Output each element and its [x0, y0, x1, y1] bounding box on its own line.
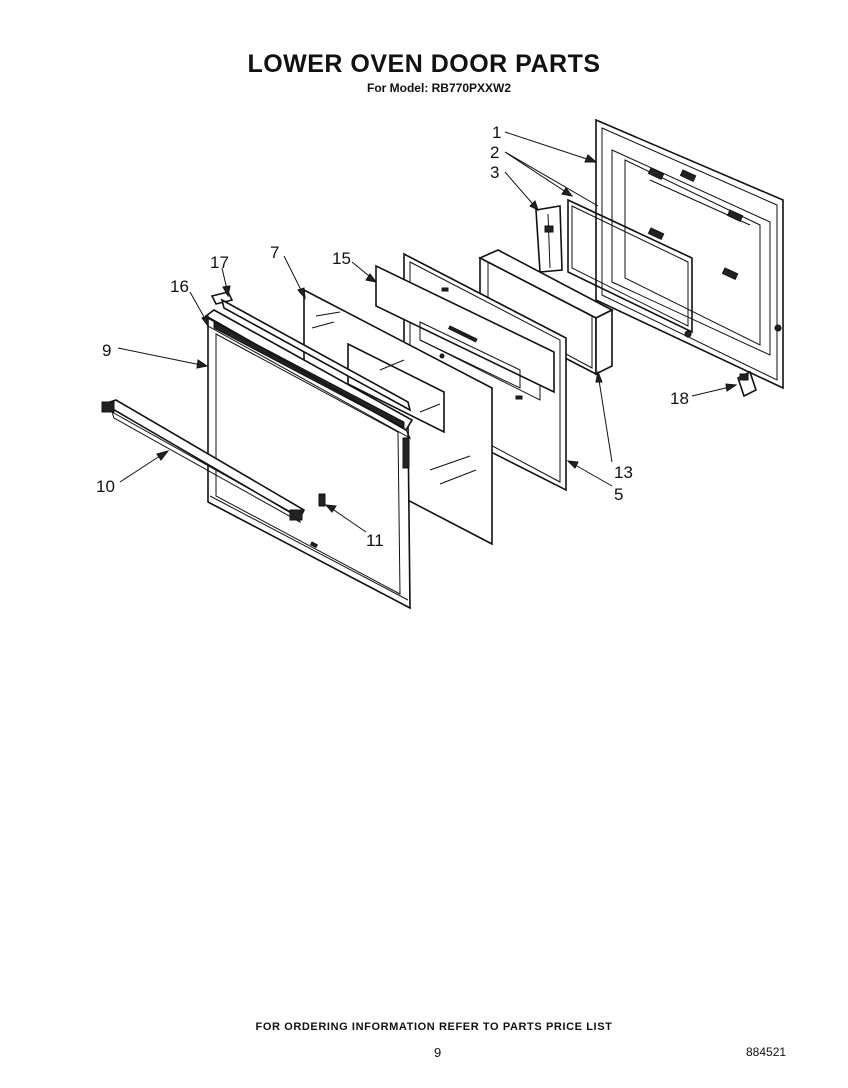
callout-16: 16 [170, 277, 189, 296]
callout-1: 1 [492, 123, 501, 142]
part-1-inner-door-panel [595, 118, 784, 390]
part-15-heat-shield [375, 264, 555, 394]
callout-17: 17 [210, 253, 229, 272]
callout-10: 10 [96, 477, 115, 496]
callout-13: 13 [614, 463, 633, 482]
callout-7: 7 [270, 243, 279, 262]
document-number: 884521 [746, 1045, 787, 1059]
callout-3: 3 [490, 163, 499, 182]
part-3-hinge-bracket [535, 205, 563, 273]
ordering-note: FOR ORDERING INFORMATION REFER TO PARTS … [255, 1021, 613, 1033]
leader-lines [117, 131, 738, 533]
callout-11: 11 [366, 531, 384, 550]
part-13-insulation-box [478, 249, 614, 376]
part-17-top-bracket [210, 291, 412, 412]
callout-2: 2 [490, 143, 499, 162]
model-subtitle: For Model: RB770PXXW2 [366, 81, 512, 95]
part-11-clip [318, 493, 326, 507]
callout-9: 9 [102, 341, 111, 360]
callout-18: 18 [670, 389, 689, 408]
page-number: 9 [434, 1045, 442, 1060]
part-2-door-gasket [567, 198, 693, 334]
callout-15: 15 [332, 249, 351, 268]
page-title: LOWER OVEN DOOR PARTS [247, 50, 601, 78]
part-18-hinge-clip [737, 370, 757, 398]
callout-5: 5 [614, 485, 623, 504]
part-10-door-handle [101, 399, 306, 524]
part-16-top-trim [204, 309, 414, 440]
